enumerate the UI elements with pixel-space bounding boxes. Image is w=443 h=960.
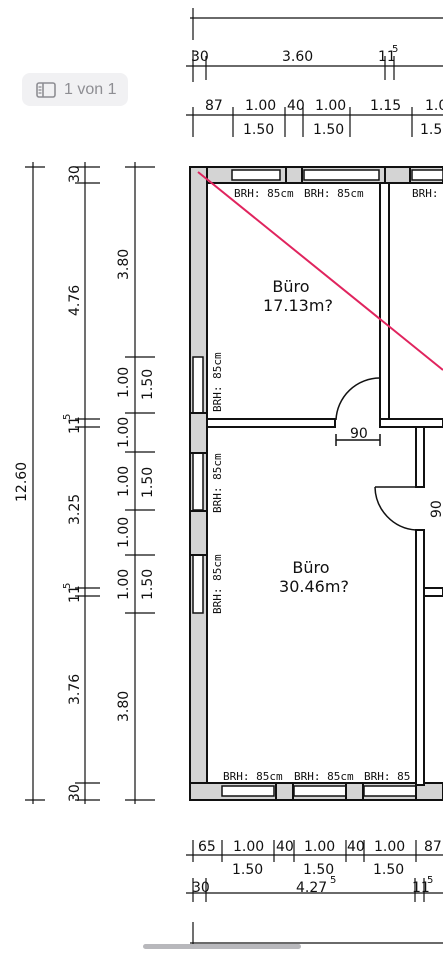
bottom-dimension-labels: 65 1.00 40 1.00 40 1.00 87 1.50 1.50 1.5… [192, 839, 442, 896]
top-dim-100b: 1.00 [315, 98, 346, 114]
page-count-label: 1 von 1 [64, 80, 117, 98]
top-dim-10: 1.0 [425, 98, 443, 114]
left-dim-100c: 1.00 [116, 466, 132, 497]
outer-walls [189, 166, 443, 801]
top-dim-11: 11 [378, 49, 396, 65]
brh-left-2: BRH: 85cm [211, 453, 224, 513]
left-dim-380b: 3.80 [116, 691, 132, 722]
brh-bottom-1: BRH: 85cm [223, 770, 283, 783]
top-dimension-labels: 30 3.60 11 5 87 1.00 40 1.00 1.15 1.0 1.… [191, 44, 443, 138]
room-2-area: 30.46m? [279, 577, 349, 596]
bottom-dim-65: 65 [198, 839, 216, 855]
left-dim-100d: 1.00 [116, 517, 132, 548]
bottom-dim-150b: 1.50 [303, 862, 334, 878]
left-dim-30b: 30 [67, 784, 83, 802]
left-dim-11b-sup: 5 [62, 583, 73, 589]
left-dim-100a: 1.00 [116, 367, 132, 398]
brh-left-1: BRH: 85cm [211, 352, 224, 412]
left-dim-325: 3.25 [67, 494, 83, 525]
left-dim-100e: 1.00 [116, 569, 132, 600]
top-dim-100a: 1.00 [245, 98, 276, 114]
bottom-dim-40a: 40 [276, 839, 294, 855]
room-1-area: 17.13m? [263, 296, 333, 315]
brh-left-3: BRH: 85cm [211, 554, 224, 614]
bottom-dim-427: 4.27 [296, 880, 327, 896]
windows-left [189, 356, 208, 614]
left-dim-total: 12.60 [14, 462, 30, 502]
left-dim-150a: 1.50 [140, 369, 156, 400]
left-dim-376: 3.76 [67, 674, 83, 705]
top-dim-11-sup: 5 [392, 44, 398, 55]
interior-walls [206, 182, 443, 786]
bottom-dim-100a: 1.00 [233, 839, 264, 855]
left-dim-30a: 30 [67, 165, 83, 183]
dimension-lines [25, 8, 443, 948]
brh-top-2: BRH: 85cm [304, 187, 364, 200]
diagonal-marker-line [197, 171, 443, 371]
door-width-1: 90 [350, 426, 368, 442]
top-dim-40: 40 [287, 98, 305, 114]
room-labels: Büro 17.13m? Büro 30.46m? [263, 277, 349, 596]
brh-bottom-3: BRH: 85 [364, 770, 410, 783]
brh-bottom-2: BRH: 85cm [294, 770, 354, 783]
left-dimension-labels: 12.60 30 4.76 11 5 3.25 11 5 3.76 30 3.8… [14, 165, 156, 802]
door-width-labels: 90 90 [350, 426, 443, 518]
left-dim-11b: 11 [67, 585, 83, 603]
left-dim-11a: 11 [67, 416, 83, 434]
page-count-badge[interactable]: 1 von 1 [22, 73, 129, 106]
windows-top [231, 166, 443, 184]
doors [335, 377, 417, 531]
top-dim-87: 87 [205, 98, 223, 114]
top-dim-150c: 1.50 [420, 122, 443, 138]
left-dim-100b: 1.00 [116, 417, 132, 448]
left-dim-11a-sup: 5 [62, 414, 73, 420]
left-dim-380a: 3.80 [116, 249, 132, 280]
brh-top-1: BRH: 85cm [234, 187, 294, 200]
home-indicator[interactable] [143, 944, 301, 949]
sill-height-labels: BRH: 85cm BRH: 85cm BRH: BRH: 85cm BRH: … [211, 187, 439, 783]
top-dim-115: 1.15 [370, 98, 401, 114]
room-1-name: Büro [272, 277, 309, 296]
bottom-dim-427-sup: 5 [330, 875, 336, 886]
bottom-dim-87: 87 [424, 839, 442, 855]
document-pages-icon [36, 81, 56, 98]
left-dim-150c: 1.50 [140, 569, 156, 600]
bottom-dim-11: 11 [412, 880, 430, 896]
bottom-dim-150c: 1.50 [373, 862, 404, 878]
bottom-dim-30: 30 [192, 880, 210, 896]
bottom-dim-150a: 1.50 [232, 862, 263, 878]
bottom-dim-100b: 1.00 [304, 839, 335, 855]
left-dim-150b: 1.50 [140, 467, 156, 498]
windows-bottom [221, 782, 443, 801]
room-2-name: Büro [292, 558, 329, 577]
top-dim-30: 30 [191, 49, 209, 65]
bottom-dim-40b: 40 [347, 839, 365, 855]
bottom-dim-11-sup: 5 [427, 875, 433, 886]
top-dim-150b: 1.50 [313, 122, 344, 138]
brh-top-3: BRH: [412, 187, 439, 200]
left-dim-476: 4.76 [67, 285, 83, 316]
door-width-2: 90 [429, 500, 443, 518]
top-dim-360: 3.60 [282, 49, 313, 65]
bottom-dim-100c: 1.00 [374, 839, 405, 855]
top-dim-150a: 1.50 [243, 122, 274, 138]
